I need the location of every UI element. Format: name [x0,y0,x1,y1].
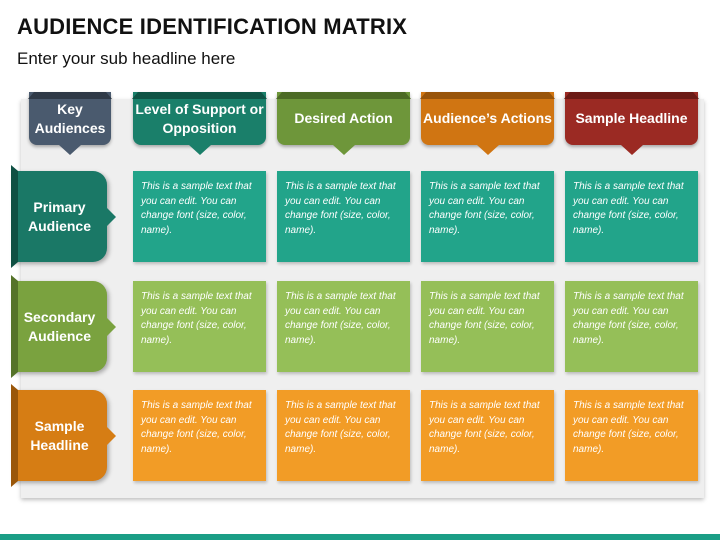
matrix-cell[interactable]: This is a sample text that you can edit.… [565,281,698,372]
column-header-label: Level of Support or Opposition [135,100,264,136]
matrix-cell[interactable]: This is a sample text that you can edit.… [421,390,554,481]
column-header-label: Sample Headline [575,110,688,126]
page-title: AUDIENCE IDENTIFICATION MATRIX [17,14,408,39]
row-label-text: Primary Audience [27,198,91,234]
column-header-label: Desired Action [294,110,393,126]
matrix-cell[interactable]: This is a sample text that you can edit.… [277,281,410,372]
matrix-cell[interactable]: This is a sample text that you can edit.… [133,171,266,262]
row-label-sample-headline[interactable]: Sample Headline [12,390,116,481]
matrix-cell[interactable]: This is a sample text that you can edit.… [565,171,698,262]
column-header-audiences-actions[interactable]: Audience’s Actions [421,92,554,155]
row-label-primary-audience[interactable]: Primary Audience [12,171,116,262]
row-label-text: Sample Headline [30,417,89,453]
row-label-secondary-audience[interactable]: Secondary Audience [12,281,116,372]
column-header-key-audiences[interactable]: Key Audiences [29,92,111,155]
page-subtitle: Enter your sub headline here [17,49,236,68]
column-header-level-of-support[interactable]: Level of Support or Opposition [133,92,266,155]
row-label-text: Secondary Audience [23,308,96,344]
column-header-sample-headline[interactable]: Sample Headline [565,92,698,155]
matrix-cell[interactable]: This is a sample text that you can edit.… [133,390,266,481]
matrix-cell[interactable]: This is a sample text that you can edit.… [421,281,554,372]
matrix-cell[interactable]: This is a sample text that you can edit.… [277,390,410,481]
column-header-label: Audience’s Actions [423,110,552,126]
column-header-label: Key Audiences [34,100,106,136]
matrix-cell[interactable]: This is a sample text that you can edit.… [133,281,266,372]
matrix-cell[interactable]: This is a sample text that you can edit.… [421,171,554,262]
matrix-cell[interactable]: This is a sample text that you can edit.… [565,390,698,481]
column-header-desired-action[interactable]: Desired Action [277,92,410,155]
footer-bar [0,534,720,540]
matrix-cell[interactable]: This is a sample text that you can edit.… [277,171,410,262]
